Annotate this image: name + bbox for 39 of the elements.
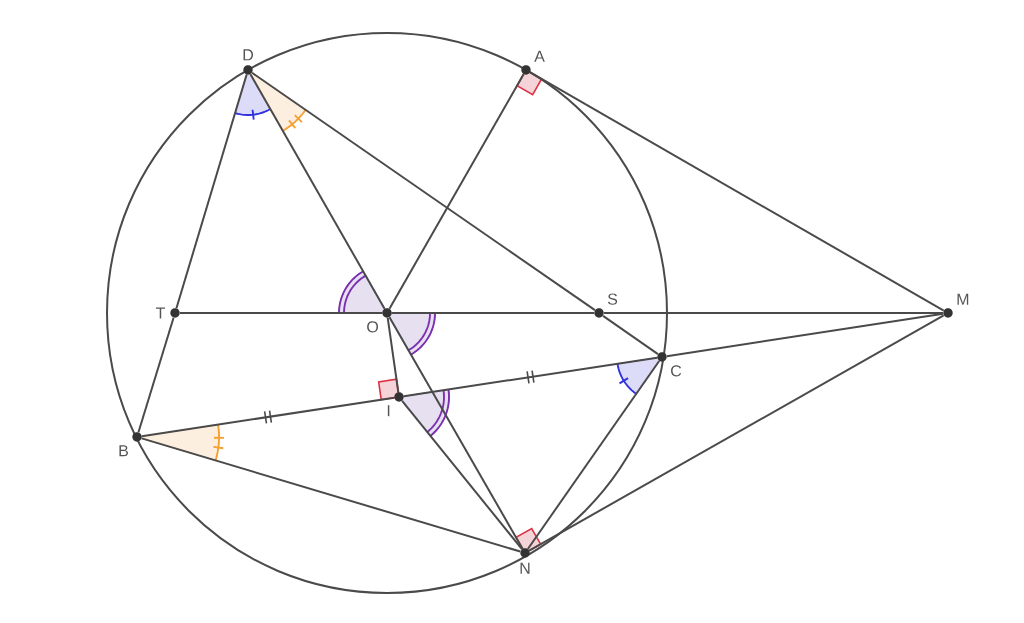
segment [140,437,522,553]
point: I [387,392,404,417]
node-label: D [243,49,254,61]
node-label: C [671,365,682,377]
node-label: O [367,321,379,333]
segment [402,356,659,398]
point: D [243,49,253,75]
segment [175,73,248,310]
segment [178,312,384,314]
segment [602,312,945,314]
segment [526,360,661,550]
segment [386,316,400,394]
point: O [367,308,392,333]
segment [529,71,945,312]
point: M [943,293,969,318]
point: T [155,307,180,319]
node-label: M [957,293,969,305]
segment [665,312,945,358]
point: C [657,352,682,377]
segment [401,399,523,551]
segment [137,316,175,434]
point: S [594,293,618,318]
point: B [119,432,142,457]
node-label: T [155,307,165,319]
segment [528,314,945,552]
point: N [520,548,530,574]
node-label: I [387,405,390,417]
point: A [521,50,545,75]
segment [251,71,596,312]
node-label: N [520,562,530,574]
segment [140,396,396,438]
node-label: B [119,445,128,457]
segment [602,314,659,356]
segment [388,316,524,550]
segment [249,73,386,310]
segment [390,312,596,314]
node-label: S [607,293,618,305]
segment [388,73,525,310]
node-label: A [534,50,545,62]
